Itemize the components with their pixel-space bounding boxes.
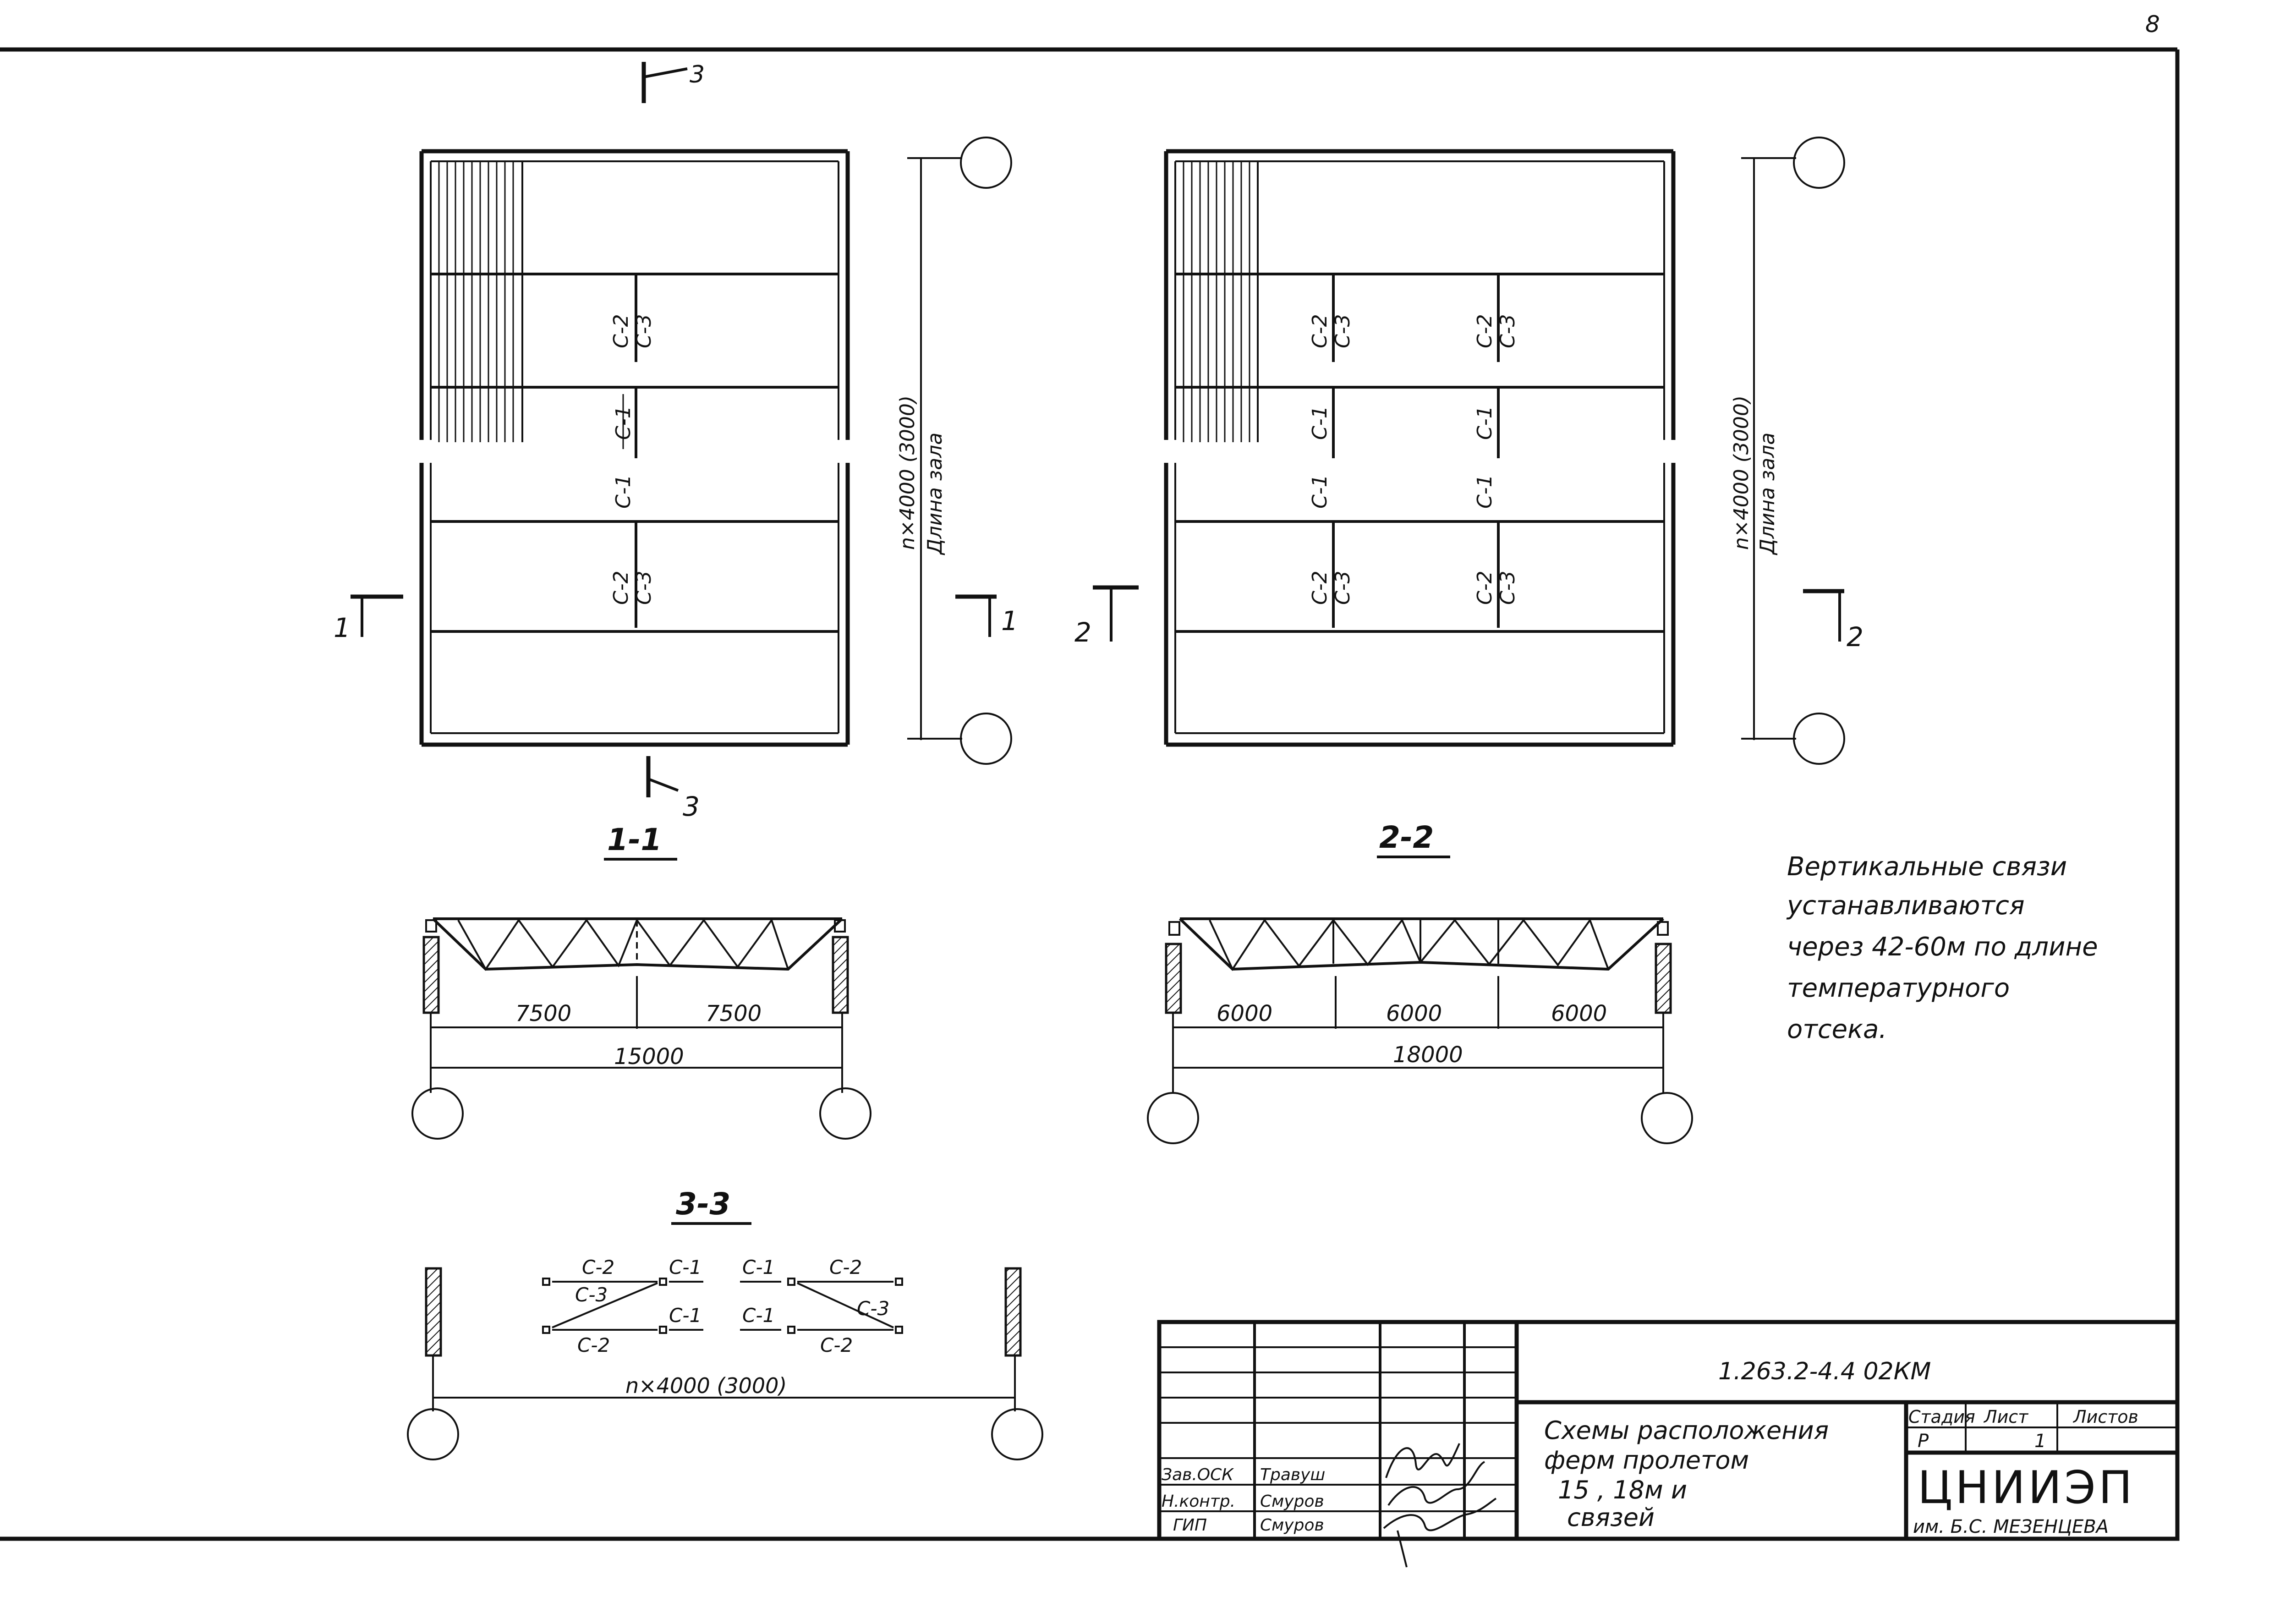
svg-text:С-3: С-3	[1496, 314, 1519, 348]
svg-text:С-3: С-3	[632, 314, 656, 348]
name-3: Смуров	[1260, 1516, 1324, 1535]
svg-text:С-2: С-2	[577, 1334, 610, 1356]
org-name: ЦНИИЭП	[1918, 1462, 2135, 1514]
section-2-2-title: 2-2	[1379, 820, 1434, 855]
section-mark-1-left: 1	[334, 594, 403, 643]
role-1: Зав.ОСК	[1162, 1465, 1234, 1484]
svg-text:С-2: С-2	[1473, 571, 1496, 605]
section-1-1-title: 1-1	[607, 822, 662, 857]
total-1-1: 15000	[614, 1044, 684, 1070]
document-code: 1.263.2-4.4 02КМ	[1718, 1358, 1931, 1385]
svg-text:С-1: С-1	[1473, 406, 1496, 440]
span-2-2-b: 6000	[1386, 1001, 1442, 1026]
brace-labels-right-col1: С-2 С-3 С-1 С-1 С-2 С-3	[1308, 314, 1354, 605]
svg-text:отсека.: отсека.	[1787, 1015, 1887, 1044]
plan-right-dimension: n×4000 (3000)	[1730, 395, 1753, 550]
brace-labels-right-col2: С-2 С-3 С-1 С-1 С-2 С-3	[1473, 314, 1519, 605]
plan-left: С-2 С-3 С-1 С-1 С-2 С-3 3 3 1 1	[334, 61, 1018, 822]
section-mark-3-top: 3	[641, 61, 705, 103]
svg-text:15 , 18м и: 15 , 18м и	[1558, 1476, 1687, 1504]
svg-text:3: 3	[683, 791, 700, 822]
plan-right-length-label: Длина зала	[1756, 433, 1779, 555]
svg-text:С-2: С-2	[1308, 314, 1332, 348]
svg-text:3: 3	[690, 61, 705, 88]
brace-labels-left: С-2 С-3 С-1 С-1 С-2 С-3	[609, 314, 656, 605]
svg-text:С-2: С-2	[1308, 571, 1332, 605]
svg-text:С-3: С-3	[575, 1284, 608, 1306]
span-1-1-a: 7500	[515, 1001, 571, 1026]
name-2: Смуров	[1260, 1492, 1324, 1511]
svg-text:через 42-60м по длине: через 42-60м по длине	[1787, 932, 2098, 962]
drawing-title: Схемы расположения ферм пролетом 15 , 18…	[1544, 1416, 1829, 1532]
roof-deck-strip-right	[1183, 161, 1259, 442]
section-mark-2-left: 2	[1074, 585, 1139, 648]
sheet-frame	[0, 47, 2180, 1541]
svg-text:С-1: С-1	[669, 1256, 702, 1278]
section-3-3-title: 3-3	[676, 1186, 730, 1222]
svg-text:С-2: С-2	[609, 571, 633, 605]
svg-text:температурного: температурного	[1787, 973, 2010, 1003]
roof-deck-strip	[438, 161, 523, 442]
svg-text:2: 2	[1847, 621, 1863, 653]
svg-text:Схемы расположения: Схемы расположения	[1544, 1416, 1829, 1445]
sheet-number: 8	[2145, 11, 2160, 38]
svg-text:С-2: С-2	[1473, 314, 1496, 348]
svg-text:1: 1	[334, 612, 351, 643]
span-2-2-c: 6000	[1551, 1001, 1607, 1026]
role-2: Н.контр.	[1162, 1492, 1235, 1511]
span-1-1-b: 7500	[706, 1001, 762, 1026]
sheet-header: Лист	[1983, 1407, 2029, 1427]
title-block: 1.263.2-4.4 02КМ Стадия Лист Листов Р 1 …	[1157, 1320, 2180, 1568]
plan-left-dimension: n×4000 (3000)	[896, 395, 919, 550]
svg-text:С-3: С-3	[1331, 314, 1354, 348]
svg-text:1: 1	[1001, 605, 1018, 636]
svg-text:С-1: С-1	[1308, 406, 1332, 440]
section-mark-3-bottom: 3	[646, 756, 700, 822]
plan-left-length-label: Длина зала	[923, 433, 947, 555]
section-1-1: 1-1 7500 7500 15000	[411, 822, 871, 1140]
sheet-value: 1	[2034, 1431, 2046, 1452]
svg-text:2: 2	[1074, 617, 1091, 648]
stage-value: Р	[1918, 1431, 1929, 1452]
org-sub: им. Б.С. МЕЗЕНЦЕВА	[1913, 1516, 2109, 1537]
svg-text:устанавливаются: устанавливаются	[1786, 891, 2025, 921]
section-2-2: 2-2 6000 6000 6000 18000	[1147, 820, 1693, 1144]
svg-text:ферм пролетом: ферм пролетом	[1544, 1446, 1749, 1475]
svg-text:С-3: С-3	[1331, 571, 1354, 605]
svg-text:С-2: С-2	[829, 1256, 862, 1278]
svg-text:С-3: С-3	[857, 1297, 889, 1320]
signatures	[1383, 1443, 1497, 1568]
sheets-header: Листов	[2072, 1407, 2138, 1427]
svg-text:С-3: С-3	[1496, 571, 1519, 605]
dimension-3-3: n×4000 (3000)	[625, 1373, 787, 1398]
svg-text:С-3: С-3	[632, 571, 656, 605]
svg-text:С-2: С-2	[609, 314, 633, 348]
svg-text:С-1: С-1	[612, 406, 635, 440]
svg-text:С-2: С-2	[582, 1256, 614, 1278]
svg-text:Вертикальные связи: Вертикальные связи	[1787, 852, 2067, 882]
svg-text:С-1: С-1	[742, 1304, 775, 1327]
role-3: ГИП	[1173, 1516, 1207, 1535]
note-vertical-bracing: Вертикальные связи устанавливаются через…	[1786, 852, 2098, 1044]
section-mark-1-right: 1	[955, 594, 1018, 637]
svg-text:С-1: С-1	[1308, 474, 1332, 509]
section-3-3: 3-3 С-2 С-1 С-1 С-2 С-3 С-3 С-1 С-1 С-2 …	[407, 1186, 1043, 1460]
name-1: Травуш	[1260, 1465, 1325, 1484]
total-2-2: 18000	[1393, 1042, 1463, 1068]
svg-text:С-2: С-2	[820, 1334, 853, 1356]
svg-text:С-1: С-1	[612, 474, 635, 509]
span-2-2-a: 6000	[1217, 1001, 1272, 1026]
svg-text:С-1: С-1	[742, 1256, 775, 1278]
plan-right: С-2 С-3 С-1 С-1 С-2 С-3 С-2 С-3 С-1 С-1 …	[1074, 137, 1863, 765]
svg-text:связей: связей	[1567, 1503, 1655, 1532]
svg-text:С-1: С-1	[1473, 474, 1496, 509]
svg-text:С-1: С-1	[669, 1304, 702, 1327]
stage-header: Стадия	[1908, 1407, 1975, 1427]
section-mark-2-right: 2	[1803, 589, 1863, 653]
